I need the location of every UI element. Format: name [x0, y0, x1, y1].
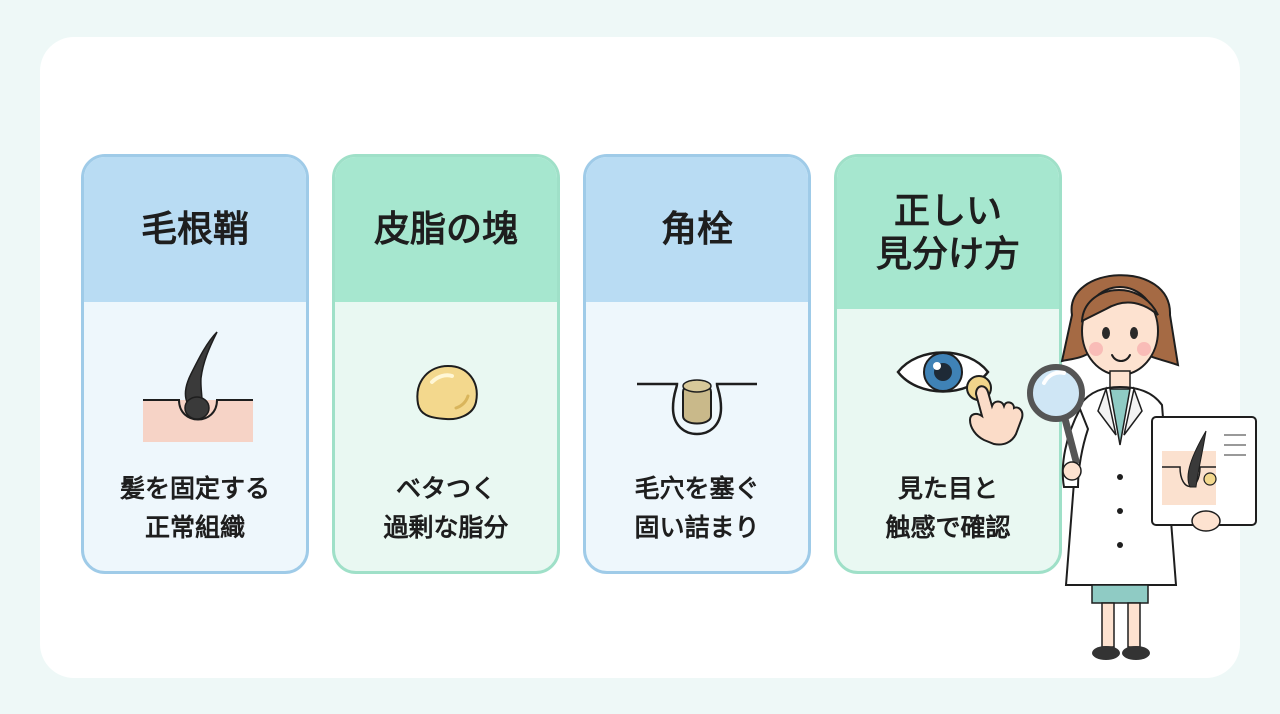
card-title-line: 正しい — [893, 190, 1002, 232]
card-description-line: ベタつく — [395, 474, 496, 503]
card-description-line: 髪を固定する — [119, 474, 270, 503]
card-keratin-plug: 角栓 毛穴を塞ぐ 固い詰まり — [583, 154, 811, 574]
sebum-blob-icon — [335, 317, 557, 457]
card-description: 髪を固定する 正常組織 — [84, 469, 306, 547]
card-title: 毛根鞘 — [84, 157, 306, 302]
card-description-line: 正常組織 — [144, 513, 245, 542]
card-description-line: 見た目と — [897, 474, 998, 503]
card-description-line: 毛穴を塞ぐ — [634, 474, 760, 503]
hair-follicle-icon — [84, 317, 306, 457]
card-sebum-lump: 皮脂の塊 ベタつく 過剰な脂分 — [332, 154, 560, 574]
card-description: 見た目と 触感で確認 — [837, 469, 1059, 547]
card-description: ベタつく 過剰な脂分 — [335, 469, 557, 547]
card-title-line: 見分け方 — [875, 234, 1020, 275]
doctor-illustration — [1020, 255, 1260, 679]
card-description: 毛穴を塞ぐ 固い詰まり — [586, 469, 808, 547]
card-hair-root-sheath: 毛根鞘 髪を固定する 正常組織 — [81, 154, 309, 574]
pore-plug-icon — [586, 317, 808, 457]
card-title: 角栓 — [586, 157, 808, 302]
card-title: 皮脂の塊 — [335, 157, 557, 302]
card-title-line: 角栓 — [660, 208, 733, 250]
eye-touch-icon — [837, 317, 1059, 457]
card-description-line: 固い詰まり — [634, 513, 760, 542]
card-title: 正しい 見分け方 — [837, 157, 1059, 309]
card-title-line: 皮脂の塊 — [373, 208, 518, 250]
card-title-line: 毛根鞘 — [140, 208, 249, 250]
card-description-line: 過剰な脂分 — [383, 513, 509, 542]
card-description-line: 触感で確認 — [885, 513, 1011, 542]
card-how-to-distinguish: 正しい 見分け方 見た目と 触感で確認 — [834, 154, 1062, 574]
